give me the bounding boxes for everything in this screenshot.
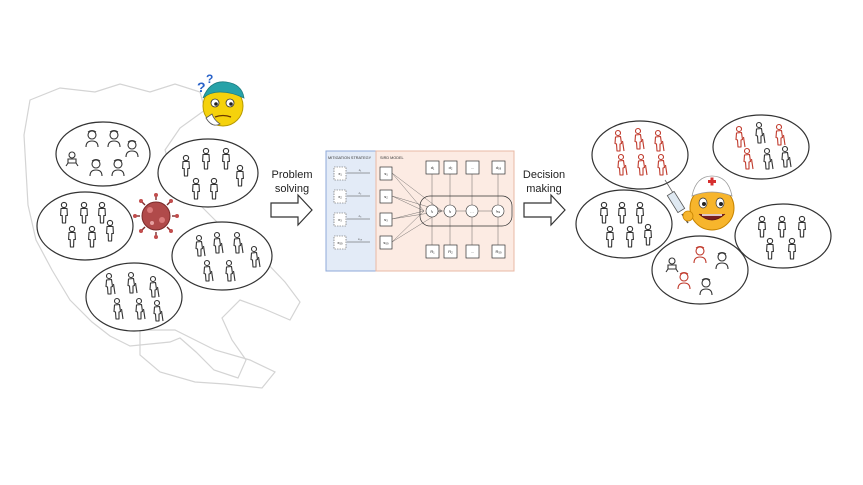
dead-node: d₂ bbox=[449, 165, 453, 170]
right-group-elderly-right bbox=[712, 114, 810, 180]
mitigation-edge: c₂ bbox=[359, 191, 363, 195]
dead-node: d₅₉ bbox=[496, 165, 502, 170]
recovered-node: … bbox=[471, 249, 475, 254]
decision-making-arrow bbox=[523, 193, 566, 227]
dead-node: d₁ bbox=[431, 165, 435, 170]
problem-solving-arrow bbox=[270, 193, 313, 227]
population-node: s₂ bbox=[384, 194, 388, 199]
infected-node: … bbox=[470, 209, 474, 214]
mitigation-title: MITIGATION STRATEGY bbox=[328, 156, 372, 160]
mitigation-edge: c₃ bbox=[359, 214, 363, 218]
mitigation-node: x₂ bbox=[338, 194, 342, 199]
infected-node: i₅₉ bbox=[496, 209, 501, 214]
left-group-elderly-right bbox=[171, 221, 273, 291]
thinking-emoji-icon: ? ? bbox=[197, 72, 245, 127]
mitigation-panel bbox=[325, 150, 377, 272]
decision-making-label: Decision making bbox=[514, 168, 574, 196]
right-group-children bbox=[651, 235, 749, 305]
mitigation-edge: c₁ bbox=[359, 168, 362, 172]
mitigation-node: x₁ bbox=[338, 171, 342, 176]
svg-text:?: ? bbox=[206, 72, 213, 86]
population-node: s₃ bbox=[384, 217, 388, 222]
mitigation-node: x₅₉ bbox=[337, 240, 343, 245]
decision-making-line-2: making bbox=[526, 183, 562, 195]
left-group-children bbox=[55, 121, 151, 187]
map-outline bbox=[23, 83, 301, 389]
model-diagram: MITIGATION STRATEGY SIRD MODEL x₁ x₂ x₃ … bbox=[325, 150, 515, 272]
problem-solving-line-2: solving bbox=[274, 183, 310, 195]
svg-text:?: ? bbox=[197, 79, 206, 95]
infected-node: i₂ bbox=[449, 209, 452, 214]
left-group-elderly-bottom bbox=[85, 262, 183, 332]
sird-title: SIRD MODEL bbox=[380, 156, 404, 160]
mitigation-edge: c₅₉ bbox=[358, 237, 363, 241]
recovered-node: R₅₉ bbox=[495, 249, 502, 254]
mitigation-node: x₃ bbox=[338, 217, 342, 222]
left-group-adults-mid bbox=[36, 191, 134, 261]
decision-making-line-1: Decision bbox=[522, 169, 566, 181]
right-group-adults-right bbox=[734, 203, 832, 269]
population-node: s₅₉ bbox=[383, 240, 389, 245]
problem-solving-label: Problem solving bbox=[262, 168, 322, 196]
virus-icon bbox=[133, 193, 179, 239]
recovered-node: R₁ bbox=[430, 249, 435, 254]
recovered-node: R₂ bbox=[448, 249, 453, 254]
nurse-emoji-icon bbox=[682, 175, 735, 231]
problem-solving-line-1: Problem bbox=[271, 169, 313, 181]
left-group-adults-top bbox=[157, 138, 259, 208]
population-node: s₁ bbox=[384, 171, 388, 176]
infected-node: i₁ bbox=[431, 209, 434, 214]
dead-node: … bbox=[471, 165, 475, 170]
right-group-elderly-left bbox=[591, 120, 689, 190]
right-group-adults-left bbox=[575, 189, 673, 259]
